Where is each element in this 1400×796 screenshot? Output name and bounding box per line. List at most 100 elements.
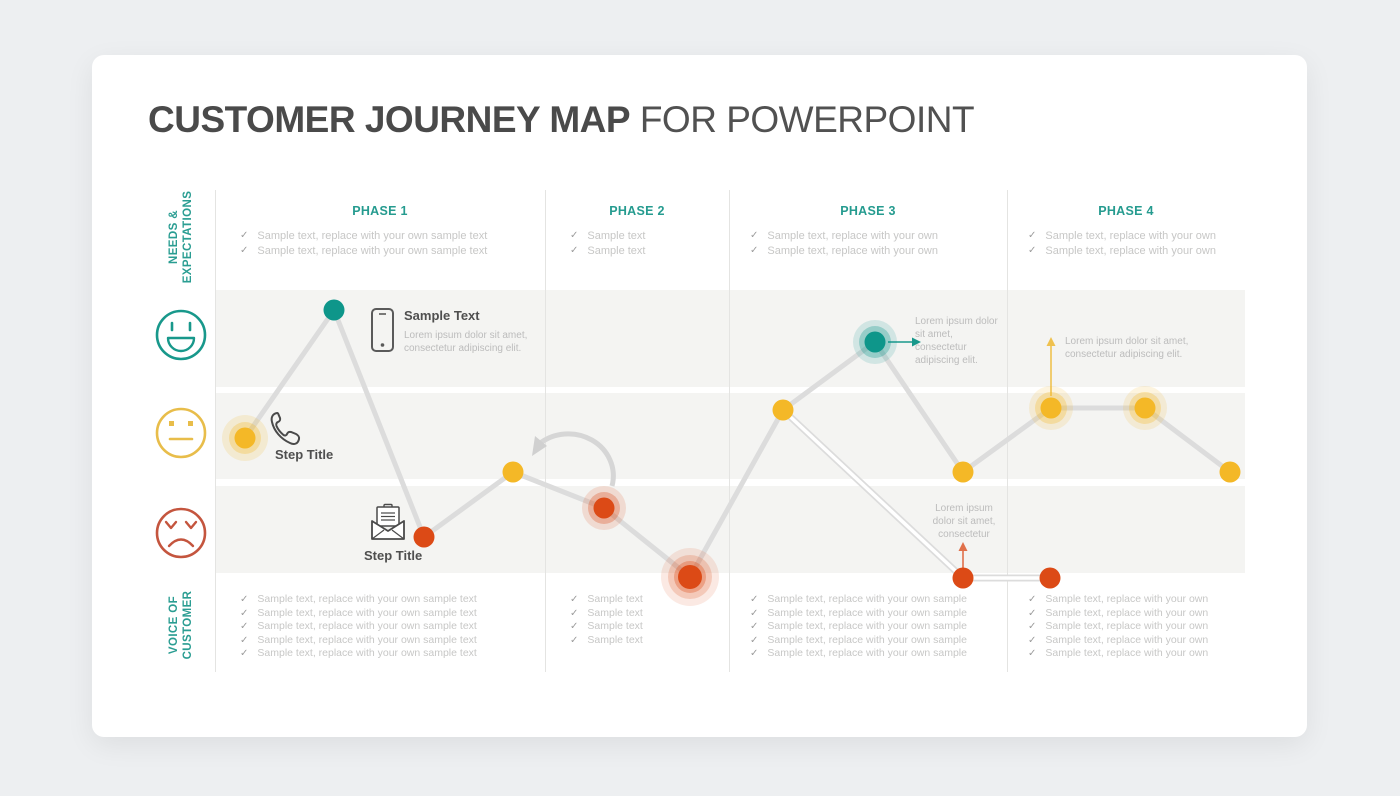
check-icon: ✓ xyxy=(240,230,249,241)
check-item: ✓ Sample text, replace with your own xyxy=(1028,229,1216,244)
check-item-text: Sample text xyxy=(587,620,643,633)
check-item: ✓Sample text, replace with your own samp… xyxy=(750,607,967,621)
teal-note: Lorem ipsum dolor sit amet, consectetur … xyxy=(915,316,998,366)
page-title: CUSTOMER JOURNEY MAP FOR POWERPOINT xyxy=(148,99,975,141)
check-item-text: Sample text, replace with your own sampl… xyxy=(257,620,477,633)
check-icon: ✓ xyxy=(750,621,759,633)
phase-header: PHASE 2 xyxy=(609,204,665,218)
check-item: ✓Sample text xyxy=(570,634,643,648)
check-icon: ✓ xyxy=(1028,607,1037,619)
neutral-face-icon xyxy=(155,407,207,459)
check-item-text: Sample text, replace with your own sampl… xyxy=(257,244,488,257)
check-item: ✓ Sample text, replace with your own xyxy=(1028,244,1216,259)
check-icon: ✓ xyxy=(570,230,579,241)
check-item: ✓ Sample text, replace with your own xyxy=(750,244,938,259)
check-item-text: Sample text, replace with your own xyxy=(1045,620,1209,633)
step-title-1: Step Title xyxy=(275,447,334,462)
check-item-text: Sample text xyxy=(587,606,643,619)
divider-left xyxy=(215,190,216,672)
check-icon: ✓ xyxy=(570,244,579,256)
check-item-text: Sample text, replace with your own xyxy=(1045,647,1209,660)
check-icon: ✓ xyxy=(1028,594,1037,605)
check-icon: ✓ xyxy=(750,230,759,241)
check-icon: ✓ xyxy=(240,607,249,619)
yellow-note: Lorem ipsum dolor sit amet, consectetur … xyxy=(1065,336,1189,360)
voice-list: ✓ Sample text, replace with your own samp… xyxy=(240,593,477,661)
check-item-text: Sample text xyxy=(587,593,643,605)
check-item: ✓ Sample text, replace with your own xyxy=(750,229,938,244)
sidebar-label-needs-expectations: NEEDS & EXPECTATIONS xyxy=(168,190,194,284)
check-item: ✓Sample text, replace with your own samp… xyxy=(750,647,967,661)
check-icon: ✓ xyxy=(1028,621,1037,633)
check-item: ✓ Sample text xyxy=(570,620,643,634)
voice-list: ✓ Sample text, replace with your own samp… xyxy=(750,593,967,661)
check-item: ✓ Sample text, replace with your own xyxy=(1028,620,1208,634)
check-item-text: Sample text, replace with your own xyxy=(1045,593,1209,605)
phone-handset-icon xyxy=(264,407,308,456)
check-item-text: Sample text, replace with your own xyxy=(1045,633,1209,646)
check-item: ✓Sample text xyxy=(570,593,643,607)
voice-list: ✓ Sample text, replace with your own ✓ Samp… xyxy=(1028,593,1208,661)
check-item: ✓ Sample text xyxy=(570,229,645,244)
check-icon: ✓ xyxy=(570,621,579,633)
check-item-text: Sample text, replace with your own xyxy=(767,244,938,257)
check-icon: ✓ xyxy=(240,621,249,633)
phase-header: PHASE 4 xyxy=(1098,204,1154,218)
check-icon: ✓ xyxy=(750,244,759,256)
step-title-2: Step Title xyxy=(364,548,423,563)
phone-note-title: Sample Text xyxy=(404,308,480,323)
check-item-text: Sample text, replace with your own sampl… xyxy=(767,633,967,646)
check-item-text: Sample text, replace with your own sampl… xyxy=(767,606,967,619)
check-item: ✓ Sample text, replace with your own xyxy=(1028,593,1208,607)
check-item: ✓ Sample text, replace with your own xyxy=(1028,634,1208,648)
check-icon: ✓ xyxy=(1028,244,1037,256)
check-icon: ✓ xyxy=(570,634,579,646)
check-item: ✓ Sample text, replace with your own xyxy=(1028,607,1208,621)
check-item: ✓ Sample text xyxy=(570,607,643,621)
check-icon: ✓ xyxy=(240,244,249,256)
check-item: ✓ Sample text, replace with your own samp… xyxy=(240,244,487,259)
check-item-text: Sample text, replace with your own sampl… xyxy=(257,633,477,646)
check-icon: ✓ xyxy=(1028,648,1037,660)
sidebar-label-voice-of-customer: VOICE OF CUSTOMER xyxy=(168,590,194,660)
voice-list: ✓Sample text✓Sample text✓Sample text✓Sam… xyxy=(570,593,643,647)
slide-card: CUSTOMER JOURNEY MAP FOR POWERPOINT NEED… xyxy=(92,55,1307,737)
check-item: ✓Sample text, replace with your own samp… xyxy=(240,634,477,648)
check-icon: ✓ xyxy=(570,607,579,619)
check-item: ✓Sample text, replace with your own samp… xyxy=(240,593,477,607)
sad-face-icon xyxy=(155,507,207,559)
check-item-text: Sample text, replace with your own xyxy=(1045,230,1216,242)
check-item: ✓Sample text, replace with your own samp… xyxy=(750,620,967,634)
needs-list: ✓ Sample text, replace with your own ✓ Samp… xyxy=(750,229,938,259)
check-item-text: Sample text xyxy=(587,244,646,257)
phase-column-3: PHASE 3 ✓Sample text, replace with your … xyxy=(729,190,1007,672)
check-icon: ✓ xyxy=(750,634,759,646)
check-icon: ✓ xyxy=(1028,634,1037,646)
check-item: ✓ Sample text xyxy=(570,244,645,259)
check-item: ✓ Sample text, replace with your own samp… xyxy=(240,229,487,244)
phase-column-4: PHASE 4 ✓ Sample text, replace with your … xyxy=(1007,190,1245,672)
page-title-bold: CUSTOMER JOURNEY MAP xyxy=(148,99,631,140)
phase-column-2: PHASE 2 ✓ Sample text ✓ Sample text ✓ Sample… xyxy=(545,190,729,672)
check-item: ✓ Sample text, replace with your own samp… xyxy=(240,607,477,621)
check-item-text: Sample text, replace with your own xyxy=(767,230,938,242)
happy-face-icon xyxy=(155,309,207,361)
check-item-text: Sample text xyxy=(587,230,646,242)
check-item-text: Sample text, replace with your own sampl… xyxy=(257,647,477,660)
check-item-text: Sample text, replace with your own sampl… xyxy=(767,593,967,605)
needs-list: ✓ Sample text, replace with your own samp… xyxy=(240,229,487,259)
red-note: Lorem ipsum dolor sit amet, consectetur xyxy=(932,503,996,540)
phase-header: PHASE 1 xyxy=(352,204,408,218)
check-item-text: Sample text, replace with your own xyxy=(1045,244,1216,257)
smartphone-icon xyxy=(368,307,398,360)
check-item-text: Sample text, replace with your own sampl… xyxy=(257,606,477,619)
needs-list: ✓ Sample text ✓ Sample text xyxy=(570,229,645,259)
check-item-text: Sample text, replace with your own xyxy=(1045,606,1209,619)
check-icon: ✓ xyxy=(750,594,759,605)
check-item-text: Sample text, replace with your own sampl… xyxy=(257,230,488,242)
page-title-light: FOR POWERPOINT xyxy=(630,99,975,140)
check-item-text: Sample text, replace with your own sampl… xyxy=(767,647,967,660)
open-envelope-icon xyxy=(368,503,408,548)
check-item: ✓ Sample text, replace with your own samp… xyxy=(240,620,477,634)
check-icon: ✓ xyxy=(1028,230,1037,241)
